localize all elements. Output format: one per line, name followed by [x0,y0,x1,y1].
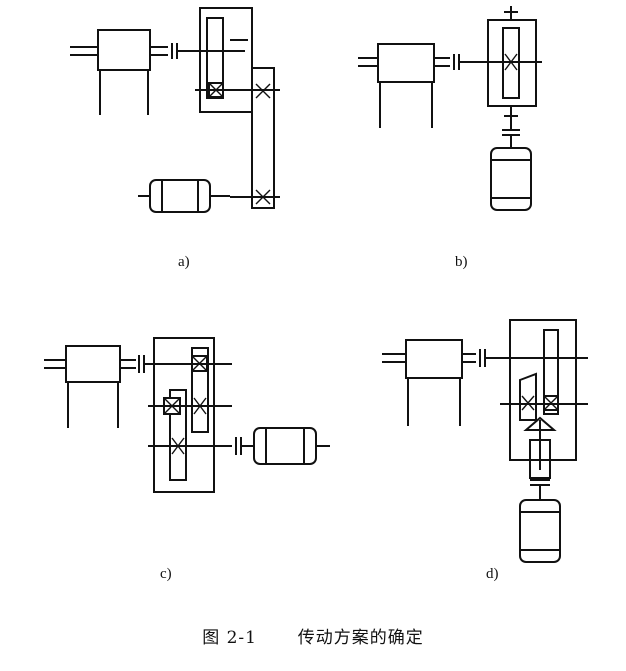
panel-b-gearbox [482,6,542,130]
panel-c-coupling-motor [235,437,254,455]
panel-a-drum [70,29,168,115]
panel-b-diagram [358,6,542,211]
panel-b-coupling-vertical [502,129,520,148]
panel-c-label: c) [160,566,172,582]
panel-b-motor [490,147,532,211]
panel-a-label: a) [178,254,190,270]
figure-caption: 图 2-1 传动方案的确定 [0,623,626,648]
panel-b-drum [358,43,450,128]
panel-c-diagram [44,337,330,493]
figure-caption-text: 传动方案的确定 [297,628,424,648]
panel-d-gearbox [500,319,588,479]
panel-d-drum [382,339,476,426]
panel-a-belt-drive [230,67,280,209]
figure-caption-number: 图 2-1 [202,628,257,648]
panel-d-label: d) [486,566,499,582]
panel-b-label: b) [455,254,468,270]
panel-c-drum [44,345,136,428]
panel-c-gearbox [148,337,232,493]
panel-c-motor [253,427,330,465]
panel-a-diagram [70,7,280,213]
panel-d-diagram [382,319,588,563]
panel-a-gearbox [195,7,253,113]
panel-d-motor [519,499,561,563]
panel-a-motor [138,179,230,213]
panel-d-coupling-vertical [530,479,550,500]
